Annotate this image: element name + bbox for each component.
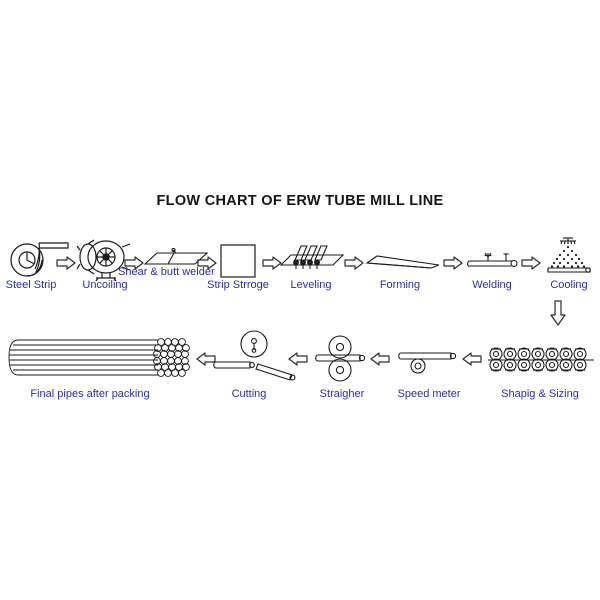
down-arrow-icon xyxy=(550,300,566,326)
arrow-left-icon-4 xyxy=(196,352,216,366)
straightener-rollers-icon xyxy=(313,334,369,384)
arrow-right-icon-6 xyxy=(443,256,463,270)
arrow-left-icon-3 xyxy=(288,352,308,366)
pipe-bundle-icon xyxy=(8,336,190,380)
welding-tube-icon xyxy=(466,250,520,272)
strip-storage-box-icon xyxy=(220,244,256,278)
coil-icon xyxy=(6,236,72,278)
label-cooling: Cooling xyxy=(550,279,588,291)
label-welding: Welding xyxy=(472,279,512,291)
label-leveling: Leveling xyxy=(290,279,332,291)
arrow-left-icon-1 xyxy=(462,352,482,366)
sizing-stands-icon xyxy=(486,342,596,374)
uncoiler-drum-icon xyxy=(76,236,134,282)
label-steel-strip: Steel Strip xyxy=(5,279,57,291)
arrow-right-icon-4 xyxy=(262,256,282,270)
label-cutting: Cutting xyxy=(231,388,267,400)
page-title: FLOW CHART OF ERW TUBE MILL LINE xyxy=(156,193,444,209)
label-straigher: Straigher xyxy=(319,388,365,400)
arrow-right-icon-7 xyxy=(521,256,541,270)
label-shapig-sizing: Shapig & Sizing xyxy=(501,388,579,400)
arrow-left-icon-2 xyxy=(370,352,390,366)
label-final-pipes: Final pipes after packing xyxy=(30,388,150,400)
forming-strip-icon xyxy=(365,253,441,271)
cooling-spray-icon xyxy=(543,236,595,276)
label-forming: Forming xyxy=(379,279,421,291)
speed-meter-icon xyxy=(396,342,458,374)
cutting-saw-icon xyxy=(210,330,300,382)
label-strip-strroge: Strip Strroge xyxy=(207,279,269,291)
shear-welder-icon xyxy=(143,247,209,270)
label-shear-butt-welder: Shear & butt welder xyxy=(118,266,215,278)
arrow-right-icon-3 xyxy=(197,256,217,270)
arrow-right-icon-2 xyxy=(124,256,144,270)
arrow-right-icon-5 xyxy=(344,256,364,270)
arrow-right-icon-1 xyxy=(56,256,76,270)
label-uncoiling: Uncoiling xyxy=(82,279,128,291)
label-speed-meter: Speed meter xyxy=(397,388,461,400)
leveling-rollers-icon xyxy=(279,243,345,273)
